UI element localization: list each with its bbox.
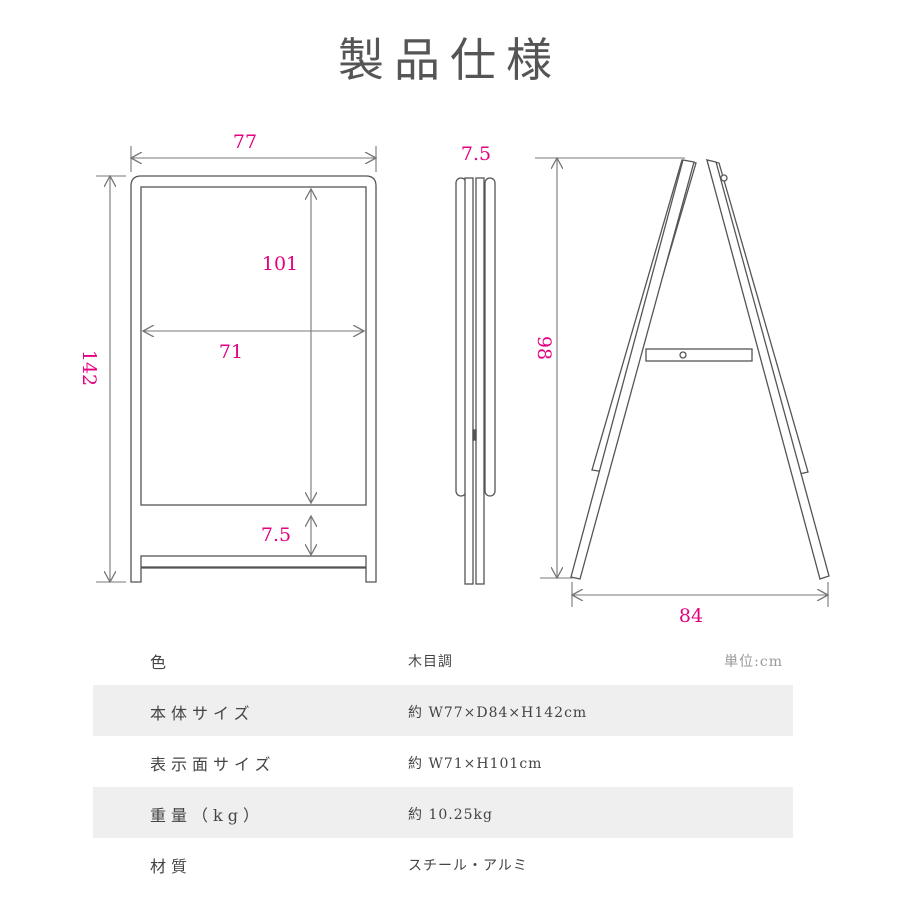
spec-label: 重量（kg）: [150, 806, 264, 825]
side-depth-label: 7.5: [461, 143, 491, 165]
spec-row-material: 材質 スチール・アルミ: [93, 838, 793, 889]
bottom-crossbar: [140, 555, 367, 568]
right-leg: [706, 159, 830, 580]
spec-value: スチール・アルミ: [408, 858, 528, 874]
spec-value: 約 W71×H101cm: [408, 756, 543, 772]
spec-value: 木目調: [408, 654, 453, 670]
open-view-drawing: [570, 159, 830, 580]
display-height-label: 101: [262, 253, 298, 275]
spreader-bar: [645, 348, 753, 362]
side-view-drawing: [455, 177, 496, 585]
gap-label: 7.5: [261, 524, 291, 546]
side-panel-rear: [484, 177, 496, 497]
hinge-pin: [679, 351, 687, 359]
spec-value: 約 W77×D84×H142cm: [408, 705, 588, 721]
spec-row-display-size: 表示面サイズ 約 W71×H101cm: [93, 736, 793, 787]
display-width-label: 71: [219, 341, 243, 363]
front-view-drawing: [130, 175, 377, 583]
front-height-label: 142: [78, 350, 100, 386]
spec-row-color: 色 木目調 単位:cm: [93, 634, 793, 685]
left-leg: [570, 159, 695, 580]
page-title: 製品仕様: [338, 33, 562, 87]
spec-row-weight: 重量（kg） 約 10.25kg: [93, 787, 793, 838]
spec-row-body-size: 本体サイズ 約 W77×D84×H142cm: [93, 685, 793, 736]
spec-label: 本体サイズ: [150, 704, 255, 723]
product-drawings: 77 142 101 71 7.5 7.5 98 84: [78, 131, 830, 627]
side-leg-front: [464, 177, 474, 585]
spec-value: 約 10.25kg: [408, 807, 493, 823]
spec-table: 色 木目調 単位:cm 本体サイズ 約 W77×D84×H142cm 表示面サイ…: [93, 634, 793, 889]
spec-label: 色: [150, 653, 172, 672]
open-height-label: 98: [533, 336, 555, 360]
front-width-label: 77: [233, 131, 257, 153]
unit-note: 単位:cm: [724, 654, 783, 670]
display-area: [140, 186, 367, 506]
side-leg-rear: [475, 177, 485, 585]
open-width-label: 84: [679, 605, 703, 627]
spec-label: 表示面サイズ: [150, 755, 276, 774]
spec-label: 材質: [150, 857, 193, 876]
